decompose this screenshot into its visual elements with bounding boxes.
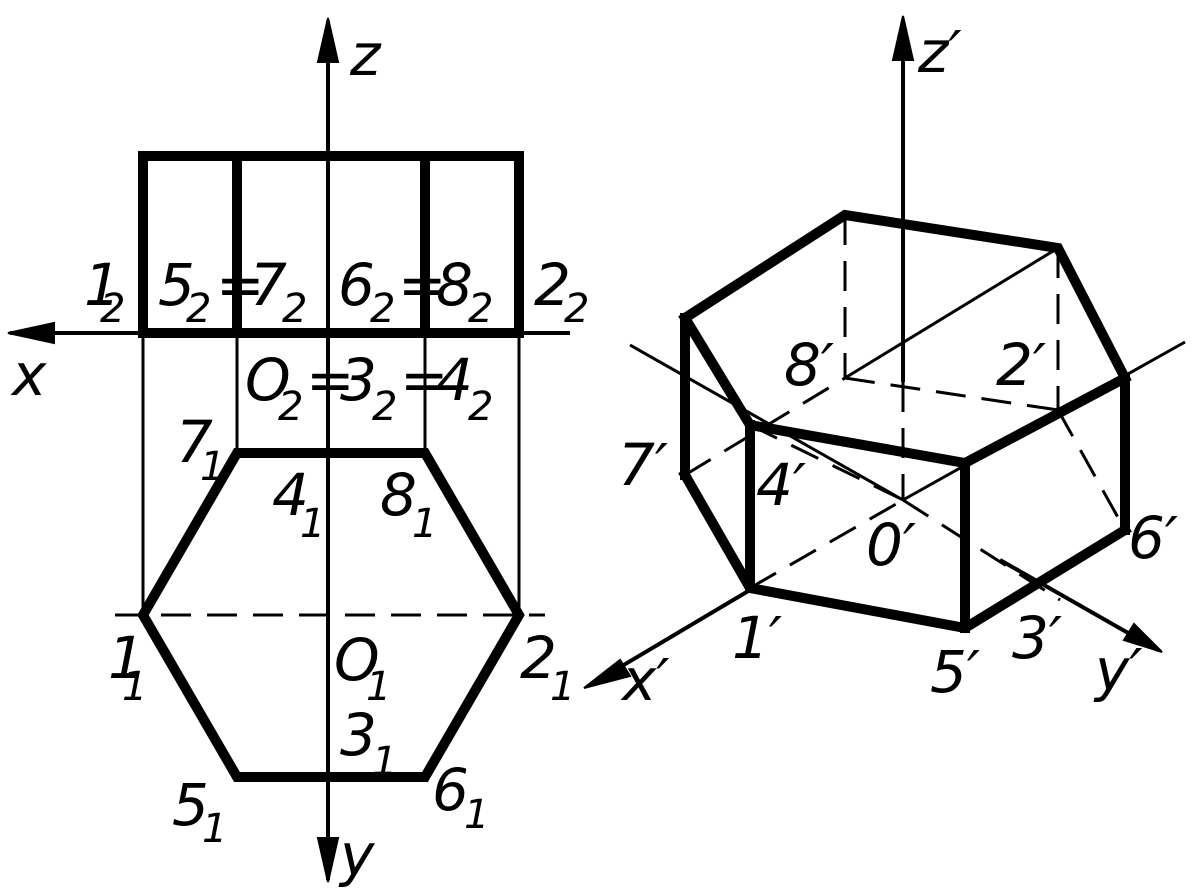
label-4-prime: 4′ [756, 451, 806, 519]
x-prime-axis-label: x′ [620, 646, 670, 714]
svg-text:1: 1 [550, 664, 575, 710]
label-8-1: 8 1 [380, 461, 437, 547]
label-1-2: 1 2 [84, 251, 125, 332]
right-axonometric-view: z′ x′ y′ 8′ 2′ 7′ 4′ 0′ 6′ 1′ 5′ 3′ [583, 15, 1186, 714]
y-axis-arrowhead [316, 837, 340, 883]
equals-sign-6-8: = [398, 251, 447, 319]
x-axis-label: x [10, 341, 47, 409]
label-2-2: 2 2 [534, 251, 589, 332]
label-6-2: 6 2 [338, 251, 395, 332]
svg-text:O: O [334, 626, 380, 694]
svg-text:2: 2 [520, 624, 557, 692]
svg-text:4: 4 [272, 461, 309, 529]
svg-text:7: 7 [176, 408, 213, 476]
svg-text:1: 1 [464, 792, 489, 838]
svg-text:2: 2 [468, 384, 493, 430]
svg-text:1: 1 [366, 664, 391, 710]
label-5-1: 5 1 [172, 771, 227, 852]
svg-text:2: 2 [534, 251, 571, 319]
svg-text:6: 6 [338, 251, 375, 319]
left-orthographic-view: z x y 1 2 5 2 = 7 2 6 2 = 8 2 2 2 O [7, 17, 589, 889]
svg-text:4: 4 [436, 346, 473, 414]
z-prime-axis-arrowhead [891, 15, 915, 61]
label-4-2: 4 2 [436, 346, 493, 430]
svg-text:2: 2 [186, 286, 211, 332]
svg-text:3: 3 [340, 701, 377, 769]
svg-text:1: 1 [84, 251, 121, 319]
front-view-outline [138, 151, 524, 338]
label-6-1: 6 1 [432, 756, 489, 838]
svg-text:5: 5 [172, 771, 209, 839]
svg-text:1: 1 [200, 444, 225, 490]
z-prime-axis-label: z′ [917, 18, 962, 86]
svg-text:1: 1 [122, 664, 147, 710]
label-1-1: 1 1 [108, 624, 147, 710]
svg-text:2: 2 [278, 384, 303, 430]
svg-text:2: 2 [282, 286, 307, 332]
label-3-prime: 3′ [1012, 604, 1062, 672]
label-2-prime: 2′ [996, 331, 1046, 399]
svg-text:6: 6 [432, 756, 469, 824]
prism-bottom-visible-edges [678, 468, 1132, 634]
hidden-edge-1-center [749, 498, 904, 590]
svg-text:1: 1 [300, 501, 325, 547]
label-2-1: 2 1 [520, 624, 575, 710]
diagonal-axis-left [629, 343, 904, 502]
z-axis-label: z [349, 21, 382, 89]
top-diagonal-8-2 [844, 246, 1059, 380]
svg-text:8: 8 [436, 251, 473, 319]
svg-text:2: 2 [468, 286, 493, 332]
svg-text:7: 7 [250, 251, 287, 319]
label-8-prime: 8′ [784, 331, 834, 399]
hidden-edge-8-2-top [844, 376, 1059, 412]
z-axis-arrowhead [316, 17, 340, 63]
y-prime-axis-label: y′ [1093, 636, 1143, 704]
svg-text:8: 8 [380, 461, 417, 529]
label-1-prime: 1′ [732, 604, 782, 672]
label-3-1: 3 1 [340, 701, 397, 785]
label-4-1: 4 1 [272, 461, 325, 547]
hidden-edge-2-6 [1056, 409, 1127, 531]
label-8-2: 8 2 [436, 251, 493, 332]
svg-text:2: 2 [372, 384, 397, 430]
svg-text:2: 2 [100, 286, 125, 332]
label-6-prime: 6′ [1128, 504, 1178, 572]
svg-text:1: 1 [372, 739, 397, 785]
equals-sign-5-7: = [216, 251, 265, 319]
label-3-2: 3 2 [340, 346, 397, 430]
svg-text:3: 3 [340, 346, 377, 414]
svg-text:1: 1 [202, 806, 227, 852]
label-7-prime: 7′ [618, 431, 668, 499]
svg-text:1: 1 [108, 624, 145, 692]
svg-text:5: 5 [158, 251, 195, 319]
svg-text:2: 2 [564, 286, 589, 332]
label-7-1: 7 1 [176, 408, 225, 490]
y-prime-axis-arrowhead [1122, 622, 1163, 653]
label-O-1: O 1 [334, 626, 391, 710]
svg-text:O: O [245, 346, 291, 414]
label-7-2: 7 2 [250, 251, 307, 332]
label-0-prime: 0′ [866, 511, 916, 579]
label-O-2: O 2 [245, 346, 303, 430]
label-5-2: 5 2 [158, 251, 211, 332]
equals-sign-3-4: = [400, 346, 449, 414]
svg-text:2: 2 [370, 286, 395, 332]
svg-text:1: 1 [412, 501, 437, 547]
x-axis-arrowhead [7, 321, 55, 345]
hidden-edge-4-center [749, 423, 904, 502]
x-prime-axis-arrowhead [583, 658, 632, 689]
y-axis-label: y [338, 821, 375, 889]
label-5-prime: 5′ [930, 638, 980, 706]
equals-sign-O-3: = [306, 346, 355, 414]
